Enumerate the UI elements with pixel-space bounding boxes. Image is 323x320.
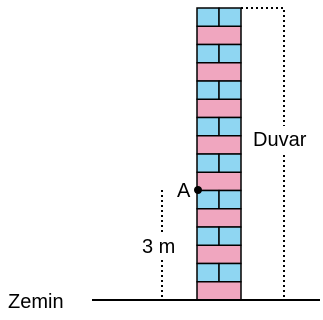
brick-half-blue — [218, 43, 242, 64]
ground-label: Zemin — [8, 291, 64, 313]
brick-full-pink — [196, 62, 242, 82]
point-label: A — [177, 180, 191, 202]
brick-half-blue — [196, 7, 220, 27]
brick-half-blue — [196, 116, 220, 137]
brick-half-blue — [196, 43, 220, 64]
height-label-bg — [140, 233, 190, 259]
brick-full-pink — [196, 281, 242, 301]
brick-full-pink — [196, 98, 242, 119]
brick-half-blue — [196, 153, 220, 173]
brick-half-blue — [218, 7, 242, 27]
brick-half-blue — [196, 262, 220, 283]
wall-label: Duvar — [253, 129, 307, 151]
brick-half-blue — [218, 116, 242, 137]
brick-full-pink — [196, 25, 242, 46]
brick-full-pink — [196, 208, 242, 228]
brick-full-pink — [196, 244, 242, 265]
wall-height-bracket — [241, 7, 285, 300]
brick-full-pink — [196, 171, 242, 192]
height-label: 3 m — [142, 236, 175, 258]
brick-half-blue — [196, 80, 220, 100]
brick-half-blue — [218, 262, 242, 283]
point-a-dot — [194, 186, 202, 194]
brick-full-pink — [196, 135, 242, 155]
brick-half-blue — [218, 189, 242, 210]
brick-half-blue — [218, 80, 242, 100]
brick-half-blue — [196, 226, 220, 246]
brick-half-blue — [218, 226, 242, 246]
wall-label-bg — [251, 126, 323, 152]
brick-half-blue — [218, 153, 242, 173]
brick-wall — [196, 7, 242, 301]
